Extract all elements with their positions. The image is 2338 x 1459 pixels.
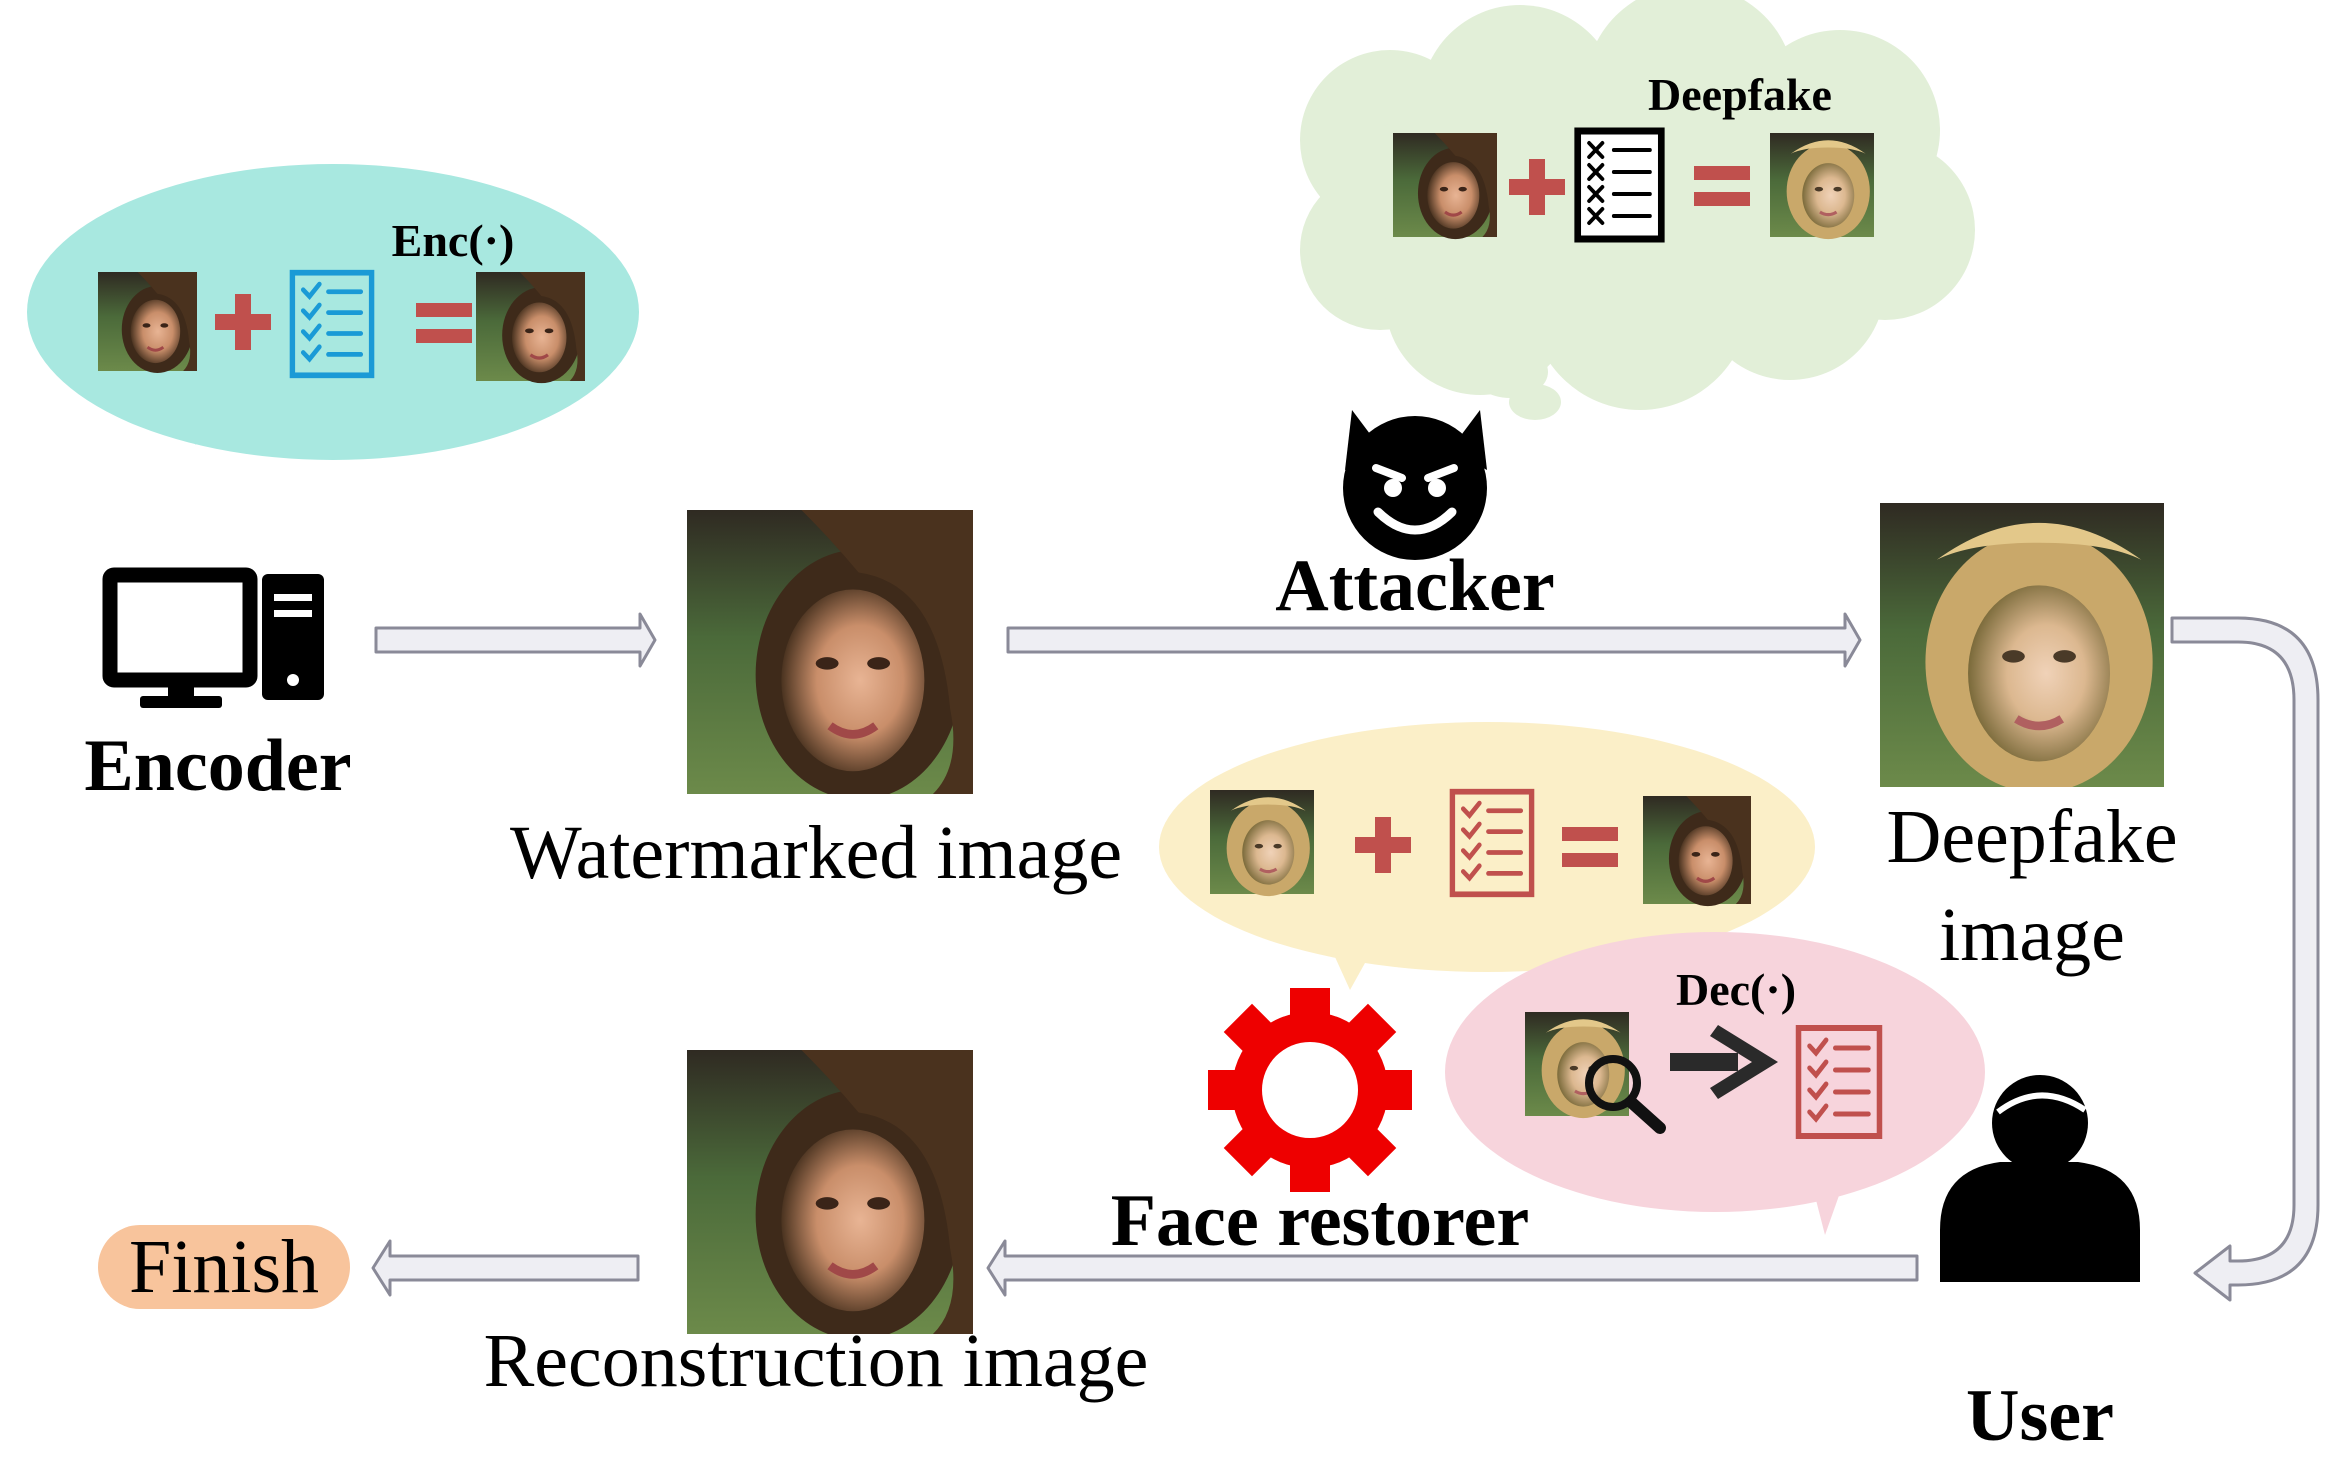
attacker-thought-cloud: Deepfake [1300, 0, 1975, 420]
arrow-watermarked-to-deepfake [1006, 612, 1862, 668]
arrow-reconstruction-to-finish [371, 1239, 640, 1297]
encoder-formula-label: Enc(·) [392, 215, 515, 266]
decoder-input-face-thumbnail [1523, 1010, 1631, 1120]
arrow-user-to-reconstruction [986, 1239, 1919, 1297]
attacker-label: Attacker [1275, 545, 1554, 627]
face-restorer-label: Face restorer [1111, 1180, 1529, 1262]
decoder-formula-label: Dec(·) [1676, 964, 1796, 1015]
user-label: User [1966, 1375, 2114, 1457]
magnifier-icon [1585, 1055, 1666, 1134]
user-icon [1940, 1075, 2140, 1282]
reconstruction-image-label: Reconstruction image [484, 1319, 1149, 1403]
decode-arrow-icon [1670, 1025, 1778, 1099]
original-face-thumbnail [96, 270, 199, 375]
devil-icon [1343, 410, 1487, 560]
deepfake-image-label-line2: image [1939, 893, 2125, 977]
encoder-speech-bubble: Enc(·) [27, 164, 639, 460]
finish-badge: Finish [98, 1225, 350, 1309]
computer-icon [102, 567, 324, 708]
attacker-input-face-thumbnail [1391, 131, 1499, 241]
reconstruction-image [687, 1050, 973, 1340]
watermarked-image-label: Watermarked image [510, 811, 1122, 895]
finish-label: Finish [129, 1225, 319, 1309]
watermarked-image [687, 510, 973, 800]
restorer-speech-bubble [1159, 722, 1815, 990]
deepfake-formula-label: Deepfake [1648, 69, 1832, 120]
arrow-encoder-to-watermarked [374, 612, 657, 668]
decoder-speech-bubble: Dec(·) [1445, 932, 1985, 1235]
restorer-input-face-thumbnail [1208, 788, 1316, 898]
watermarked-face-thumbnail [474, 270, 587, 385]
encoder-label: Encoder [84, 725, 351, 807]
arrow-deepfake-to-user [2170, 616, 2320, 1302]
gear-icon [1208, 988, 1412, 1192]
flow-arrows [371, 612, 2320, 1302]
deepfake-face-thumbnail [1768, 131, 1876, 241]
deepfake-image-label-line1: Deepfake [1886, 795, 2177, 879]
corrupted-checklist-icon [1578, 131, 1662, 239]
deepfake-image [1880, 503, 2164, 793]
restored-face-thumbnail [1641, 794, 1753, 908]
